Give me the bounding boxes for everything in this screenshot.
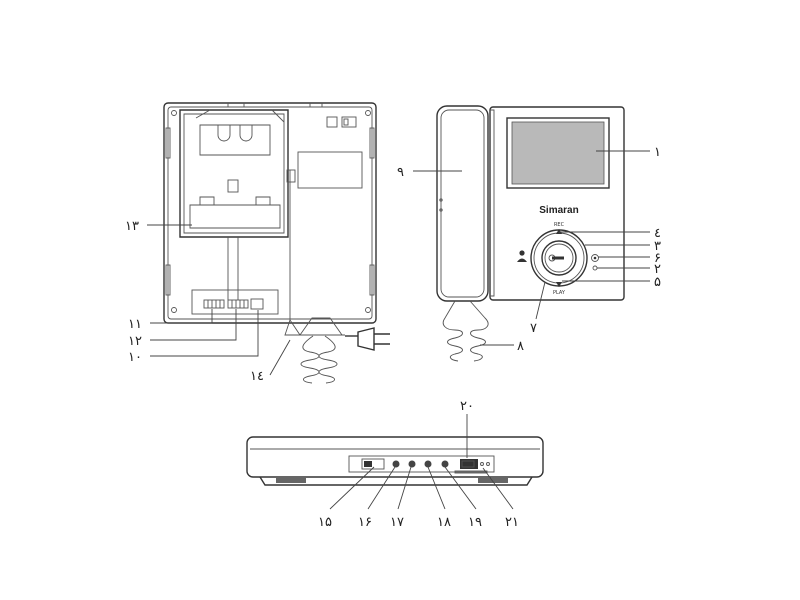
- callout-10: ۱۰: [128, 350, 142, 365]
- callout-19: ۱۹: [468, 515, 482, 530]
- callout-9: ۹: [397, 165, 404, 180]
- rec-label: REC: [554, 222, 565, 228]
- front-view: Simaran REC PLAY: [436, 105, 625, 362]
- intercom-person-icon[interactable]: [517, 250, 527, 262]
- callout-18: ۱۸: [437, 515, 451, 530]
- terminal-blocks: [191, 289, 279, 315]
- power-plug: [357, 327, 390, 351]
- handset-cord: [442, 300, 489, 362]
- settings-button-icon[interactable]: [591, 254, 599, 262]
- sd-card-slot[interactable]: [460, 459, 478, 469]
- bottom-view: [246, 436, 544, 486]
- play-arrow[interactable]: [556, 282, 562, 287]
- callout-12: ۱۲: [128, 334, 142, 349]
- rear-dip-connector: [326, 116, 357, 128]
- bottom-control-panel: [348, 455, 495, 473]
- callout-16: ۱۶: [358, 515, 372, 530]
- callout-13: ۱۳: [125, 219, 139, 234]
- brand-logo: Simaran: [539, 205, 578, 216]
- callout-5: ۵: [654, 275, 661, 290]
- status-led: [592, 265, 598, 271]
- lcd-screen: [506, 117, 610, 189]
- callout-numbers: ۱ ٤ ۳ ۶ ۲ ۵ ۷ ۸ ۹ ۱۳ ۱۱ ۱۲ ۱۰ ۱٤ ۲۰ ۱۵ ۱…: [125, 145, 661, 530]
- rec-arrow[interactable]: [556, 229, 562, 234]
- bottom-knobs[interactable]: [392, 460, 449, 468]
- rear-label-plate: [297, 151, 363, 189]
- callout-1: ۱: [654, 145, 661, 160]
- power-cable: [284, 170, 390, 384]
- callout-20: ۲۰: [460, 399, 474, 414]
- bottom-mini-leds: [480, 462, 490, 466]
- play-label: PLAY: [553, 290, 566, 296]
- callout-14: ۱٤: [250, 369, 264, 384]
- callout-3: ۳: [654, 239, 661, 254]
- callout-11: ۱۱: [128, 317, 142, 332]
- callout-7: ۷: [530, 321, 537, 336]
- rear-view: [163, 102, 390, 384]
- bottom-housing: [246, 436, 544, 478]
- bottom-feet: [276, 478, 508, 483]
- door-open-button[interactable]: [548, 254, 564, 262]
- handset: [436, 105, 489, 302]
- callout-6: ۶: [654, 251, 661, 266]
- rear-panel-outline: [163, 102, 377, 324]
- wall-bracket: [179, 109, 289, 238]
- callout-17: ۱۷: [390, 515, 404, 530]
- bottom-slide-switch[interactable]: [361, 458, 385, 470]
- leader-lines: [147, 150, 650, 510]
- monitor-body: [489, 106, 625, 301]
- callout-21: ۲۱: [505, 515, 519, 530]
- callout-8: ۸: [517, 339, 524, 354]
- callout-15: ۱۵: [318, 515, 332, 530]
- callout-2: ۲: [654, 262, 661, 277]
- rear-side-vents: [165, 127, 375, 296]
- callout-4: ٤: [654, 226, 661, 241]
